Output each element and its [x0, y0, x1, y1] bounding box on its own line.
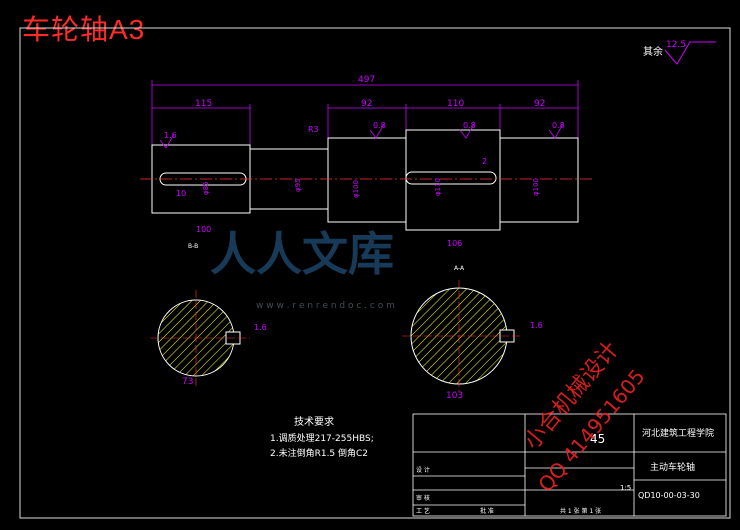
svg-text:12.5: 12.5: [666, 40, 686, 50]
svg-text:100: 100: [196, 225, 211, 234]
section-markers: B-B A-A: [188, 243, 465, 272]
section-right: 103 1.6: [402, 280, 543, 401]
svg-text:φ100: φ100: [352, 180, 360, 198]
svg-text:φ100: φ100: [532, 178, 540, 196]
svg-text:w w w . r e n r e n d o c . c: w w w . r e n r e n d o c . c o m: [256, 301, 395, 311]
svg-text:1:5: 1:5: [620, 484, 631, 492]
svg-text:φ85: φ85: [202, 181, 210, 195]
svg-text:1.调质处理217-255HBS;: 1.调质处理217-255HBS;: [270, 432, 374, 444]
svg-text:批 准: 批 准: [480, 507, 494, 515]
svg-text:110: 110: [447, 99, 464, 109]
drawing-frame: [19, 27, 731, 519]
svg-text:审 核: 审 核: [416, 494, 430, 502]
title-block: [412, 413, 727, 517]
svg-text:A-A: A-A: [454, 265, 465, 272]
svg-text:106: 106: [447, 239, 462, 248]
svg-text:人人文库: 人人文库: [210, 227, 394, 281]
svg-text:QD10-00-03-30: QD10-00-03-30: [638, 491, 700, 500]
svg-text:45: 45: [590, 432, 605, 446]
svg-text:1.6: 1.6: [530, 321, 543, 330]
svg-text:技术要求: 技术要求: [294, 415, 334, 428]
svg-text:10: 10: [176, 189, 186, 198]
svg-text:河北建筑工程学院: 河北建筑工程学院: [642, 427, 714, 439]
dim-overall: [151, 80, 579, 145]
svg-text:103: 103: [446, 391, 463, 401]
tech-requirements: 技术要求 1.调质处理217-255HBS; 2.未注倒角R1.5 倒角C2: [270, 415, 374, 459]
svg-text:115: 115: [195, 99, 212, 109]
watermark: 人人文库 w w w . r e n r e n d o c . c o m: [210, 227, 395, 311]
svg-text:1.6: 1.6: [254, 323, 267, 332]
svg-text:φ110: φ110: [434, 178, 442, 196]
svg-text:其余: 其余: [643, 45, 663, 58]
svg-text:92: 92: [361, 99, 372, 109]
svg-text:R3: R3: [308, 125, 319, 134]
svg-text:工 艺: 工 艺: [416, 507, 430, 515]
svg-text:共 1 张 第 1 张: 共 1 张 第 1 张: [560, 507, 601, 515]
svg-text:73: 73: [182, 377, 193, 387]
svg-text:2.未注倒角R1.5 倒角C2: 2.未注倒角R1.5 倒角C2: [270, 447, 368, 459]
svg-text:0.8: 0.8: [552, 121, 565, 130]
section-left: 73 1.6: [150, 290, 267, 387]
title-block-text: 45 河北建筑工程学院 主动车轮轴 QD10-00-03-30 1:5 设 计 …: [416, 427, 714, 515]
svg-text:2: 2: [482, 157, 487, 166]
shaft-body: [151, 129, 579, 231]
svg-text:0.8: 0.8: [463, 121, 476, 130]
svg-text:92: 92: [534, 99, 545, 109]
svg-text:B-B: B-B: [188, 243, 198, 250]
roughness-note: 其余 12.5: [643, 40, 716, 65]
svg-text:0.8: 0.8: [373, 121, 386, 130]
roughness-marks: 1.6 0.8 0.8 0.8: [164, 121, 565, 140]
svg-text:1.6: 1.6: [164, 131, 177, 140]
dim-497: 497: [358, 75, 375, 85]
svg-text:主动车轮轴: 主动车轮轴: [650, 461, 695, 473]
svg-text:设 计: 设 计: [416, 466, 430, 474]
diameter-labels: φ85 φ95 φ100 φ110 φ100: [202, 178, 540, 198]
svg-text:φ95: φ95: [294, 178, 302, 192]
segment-dims: [152, 104, 578, 145]
drawing-title: 车轮轴A3: [22, 14, 146, 45]
red-stamp: 小合机械设计 QQ 414951605: [520, 337, 650, 496]
